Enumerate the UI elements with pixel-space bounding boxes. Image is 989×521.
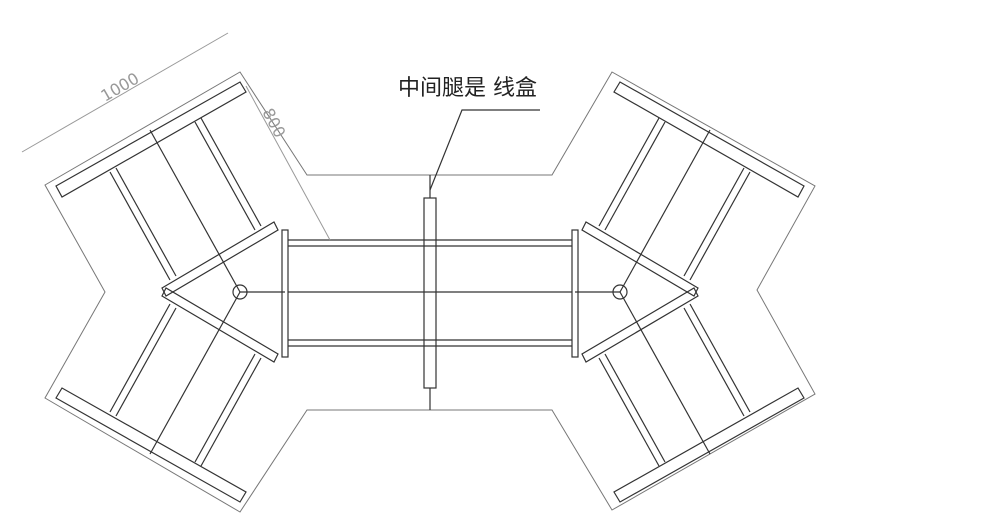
leg-line [115,167,177,277]
leg-line [604,121,666,231]
right-workstations [575,81,805,503]
leg-line [604,353,666,463]
hub-leg [232,284,248,300]
frame-lower [581,287,699,363]
leg-line [200,117,262,227]
leg-line [200,357,262,467]
divider-line [619,129,711,293]
leg-line [689,303,751,413]
frame-lower [161,287,279,363]
hub-leg [612,284,628,300]
leg-line [109,303,171,413]
leg-line [598,117,660,227]
dimension-line-depth [245,85,331,241]
cable-box-leg [423,197,437,389]
leg-line [194,121,256,231]
frame-upper [581,221,699,297]
dimension-depth: 800 [258,105,289,141]
left-workstations [55,81,285,503]
divider-line [619,291,711,455]
leg-line [683,307,745,417]
leg-line [115,307,177,417]
panel-top-left [55,81,247,198]
leg-line [598,357,660,467]
leg-line [683,167,745,277]
leader-line [429,109,540,191]
panel-top-right [613,81,805,198]
divider-line [149,129,241,293]
dimension-length: 1000 [98,69,143,106]
leg-line [194,353,256,463]
frame-upper [161,221,279,297]
desk-outline [44,71,816,513]
center-frame [281,175,579,410]
leg-line [109,171,171,281]
panel-bottom-left [55,387,247,503]
leg-line [689,171,751,281]
panel-bottom-right [613,387,805,503]
annotation-label: 中间腿是 线盒 [398,76,537,101]
dimension-line-length [21,32,229,153]
divider-line [149,291,241,455]
